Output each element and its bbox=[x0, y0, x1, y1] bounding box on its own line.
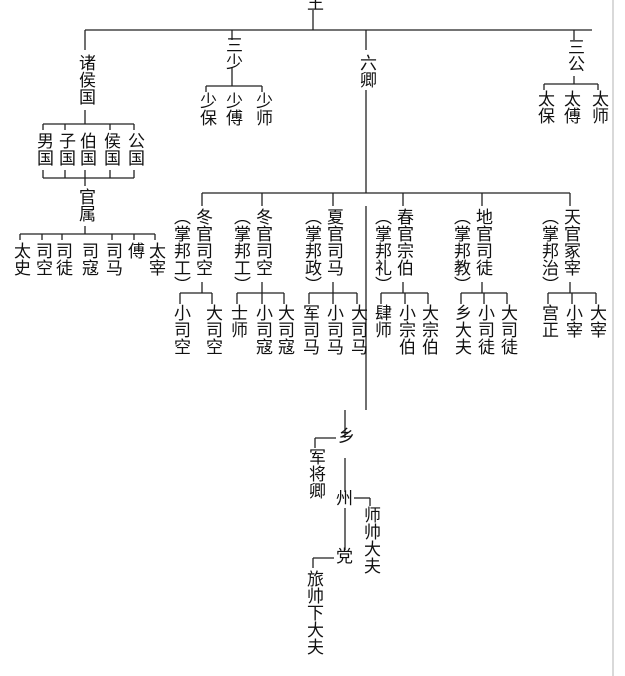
taishi-label: 太师 bbox=[588, 90, 608, 124]
houguo-label: 侯国 bbox=[100, 132, 120, 166]
dasima-label: 大司马 bbox=[347, 304, 367, 355]
xiaozai-label: 小宰 bbox=[562, 304, 582, 338]
fu-label: 傅 bbox=[124, 242, 144, 259]
xiangdafu-label: 乡大夫 bbox=[451, 304, 471, 355]
dazai-label: 大宰 bbox=[586, 304, 606, 338]
lvshuaixiadafu-label: 旅帅下大夫 bbox=[303, 570, 323, 655]
taifu-label: 太傅 bbox=[560, 90, 580, 124]
chun-paren: （掌邦礼） bbox=[371, 208, 391, 293]
xiaozongbo-label: 小宗伯 bbox=[395, 304, 415, 355]
chun-title: 春官宗伯 bbox=[393, 208, 413, 276]
sikong-label: 司空 bbox=[32, 242, 52, 276]
king-label: 王 bbox=[303, 0, 323, 11]
shaobao-label: 少保 bbox=[196, 92, 216, 126]
dasitu-label: 大司徒 bbox=[497, 304, 517, 355]
sangong-label: 三公 bbox=[564, 38, 584, 72]
shishi-label: 士师 bbox=[227, 304, 247, 338]
xiang-label: 乡 bbox=[338, 427, 355, 447]
gongguo-label: 公国 bbox=[124, 132, 144, 166]
dasikong-label: 大司空 bbox=[202, 304, 222, 355]
dang-label: 党 bbox=[336, 547, 353, 567]
taishi2-label: 太史 bbox=[10, 242, 30, 276]
ziguo-label: 子国 bbox=[55, 132, 75, 166]
liuqing-label: 六卿 bbox=[356, 54, 376, 88]
sima-label: 司马 bbox=[102, 242, 122, 276]
di-title: 地官司徒 bbox=[472, 208, 492, 276]
xiaosikou-label: 小司寇 bbox=[252, 304, 272, 355]
gongzheng-label: 宫正 bbox=[538, 304, 558, 338]
nanguo-label: 男国 bbox=[33, 132, 53, 166]
guanshu-label: 官属 bbox=[75, 188, 95, 222]
dasikou-label: 大司寇 bbox=[274, 304, 294, 355]
sishi-label: 肆师 bbox=[371, 304, 391, 338]
xiaosima-label: 小司马 bbox=[323, 304, 343, 355]
zhou-label: 州 bbox=[336, 489, 353, 509]
dong1-paren: （掌邦工） bbox=[170, 208, 190, 293]
junjiangqing-label: 军将卿 bbox=[305, 448, 325, 499]
shaofu-label: 少傅 bbox=[222, 92, 242, 126]
shishuaidafu-label: 师帅大夫 bbox=[360, 506, 380, 574]
boguo-label: 伯国 bbox=[76, 132, 96, 166]
dong2-title: 冬官司空 bbox=[252, 208, 272, 276]
di-paren: （掌邦教） bbox=[450, 208, 470, 293]
dong1-title: 冬官司空 bbox=[192, 208, 212, 276]
right-frame-edge bbox=[612, 0, 614, 676]
sikou-label: 司寇 bbox=[78, 242, 98, 276]
shaoshi-label: 少师 bbox=[252, 92, 272, 126]
xiaositu-label: 小司徒 bbox=[474, 304, 494, 355]
dong2-paren: （掌邦工） bbox=[230, 208, 250, 293]
taizai-label: 太宰 bbox=[145, 242, 165, 276]
tian-title: 天官冢宰 bbox=[560, 208, 580, 276]
junsima-label: 军司马 bbox=[299, 304, 319, 355]
xiaosikong-label: 小司空 bbox=[170, 304, 190, 355]
sanshao-label: 三少 bbox=[222, 36, 242, 70]
zhuhouguo-label: 诸侯国 bbox=[75, 54, 95, 105]
tian-paren: （掌邦治） bbox=[538, 208, 558, 293]
situ-label: 司徒 bbox=[52, 242, 72, 276]
xia-paren: （掌邦政） bbox=[301, 208, 321, 293]
taibao-label: 太保 bbox=[534, 90, 554, 124]
xia-title: 夏官司马 bbox=[323, 208, 343, 276]
dazongbo-label: 大宗伯 bbox=[418, 304, 438, 355]
